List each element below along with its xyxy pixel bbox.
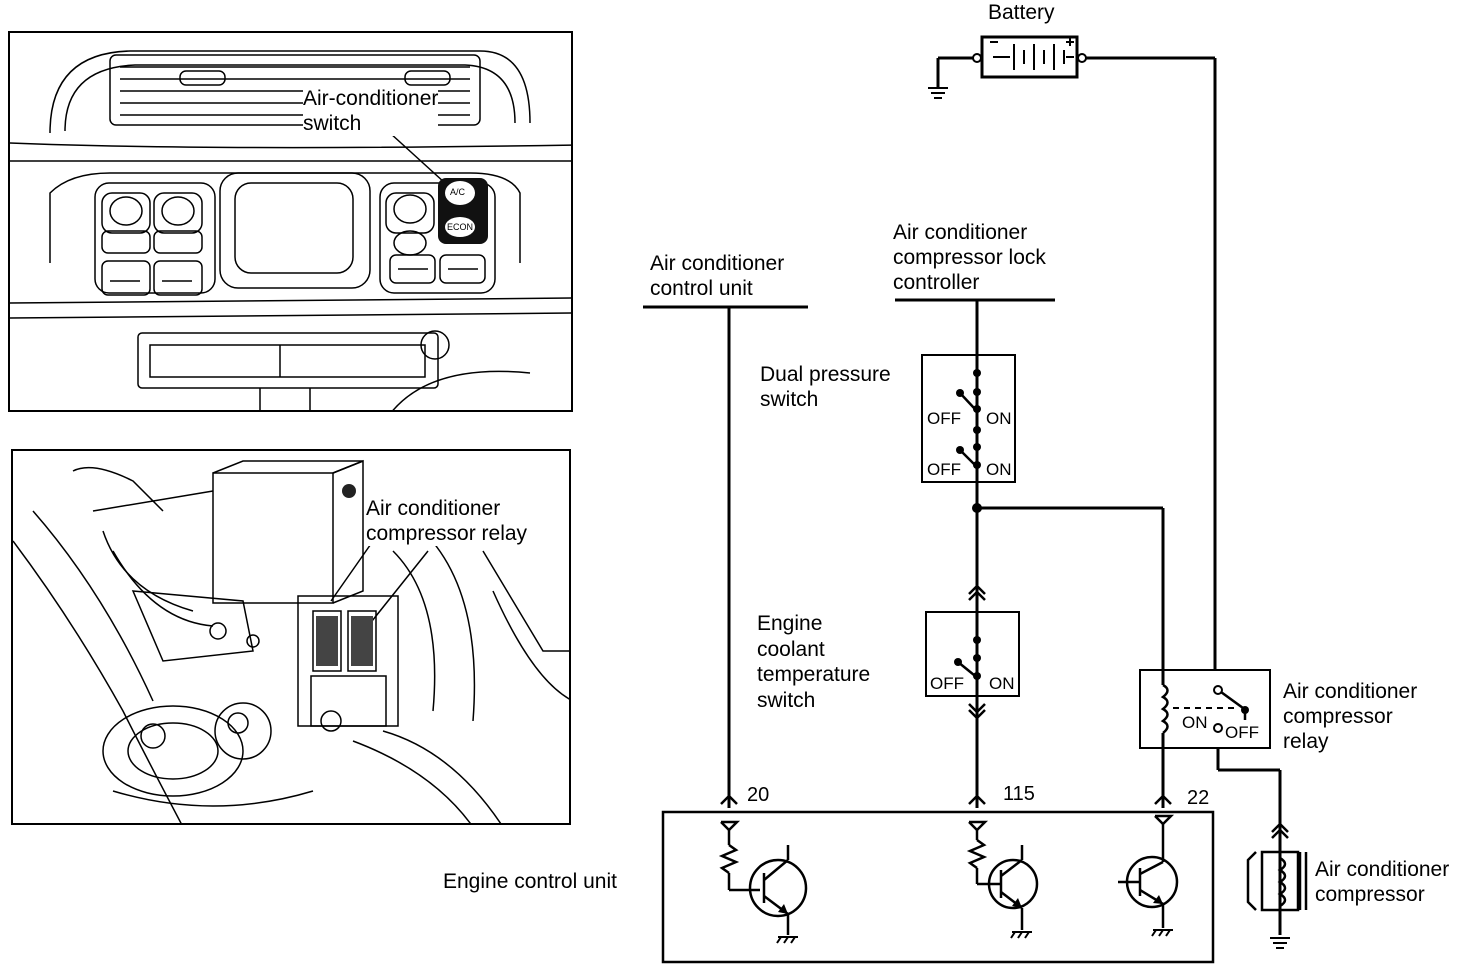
relay-on: ON xyxy=(1182,713,1208,732)
econ-button-label: ECON xyxy=(447,222,474,232)
ac-control-unit-label: Air conditioner control unit xyxy=(650,252,785,300)
ac-button-label: A/C xyxy=(450,187,466,197)
ects-on: ON xyxy=(989,674,1015,693)
ground-battery-icon xyxy=(928,87,948,99)
engine-bay-drawing xyxy=(13,459,569,823)
compressor-relay xyxy=(1139,669,1271,749)
pin-115-label: 115 xyxy=(1003,783,1035,805)
dps-off-2: OFF xyxy=(927,460,961,479)
ects-off: OFF xyxy=(930,674,964,693)
coolant-temp-switch-label: Engine coolant temperature switch xyxy=(757,612,871,712)
ac-compressor-relay-label: Air conditioner compressor relay xyxy=(1283,680,1418,753)
dps-on-1: ON xyxy=(986,409,1012,428)
pin-22-label: 22 xyxy=(1187,787,1210,809)
battery-symbol xyxy=(980,35,1079,79)
ac-compressor-relay-photo-label: Air conditioner compressor relay xyxy=(366,496,528,546)
ground-compressor-icon xyxy=(1270,937,1290,949)
dps-on-2: ON xyxy=(986,460,1012,479)
dual-pressure-switch xyxy=(921,354,1016,483)
pin-20-label: 20 xyxy=(747,784,770,806)
battery-cells xyxy=(990,38,1074,70)
battery-label: Battery xyxy=(988,1,1055,24)
compressor-lock-controller-label: Air conditioner compressor lock controll… xyxy=(893,221,1046,294)
connector-chevrons xyxy=(720,584,1289,839)
ecu-ground-icons xyxy=(776,929,1173,944)
dps-off-1: OFF xyxy=(927,409,961,428)
dual-pressure-switch-label: Dual pressure switch xyxy=(760,363,891,411)
engine-control-unit-box xyxy=(661,810,1215,964)
relay-off: OFF xyxy=(1225,723,1259,742)
ac-compressor-label: Air conditioner compressor xyxy=(1315,858,1450,906)
engine-control-unit-label: Engine control unit xyxy=(443,870,617,893)
compressor-clutch xyxy=(1246,850,1308,912)
ac-switch-label: Air-conditioner switch xyxy=(303,86,439,136)
coolant-temp-switch xyxy=(925,611,1020,697)
